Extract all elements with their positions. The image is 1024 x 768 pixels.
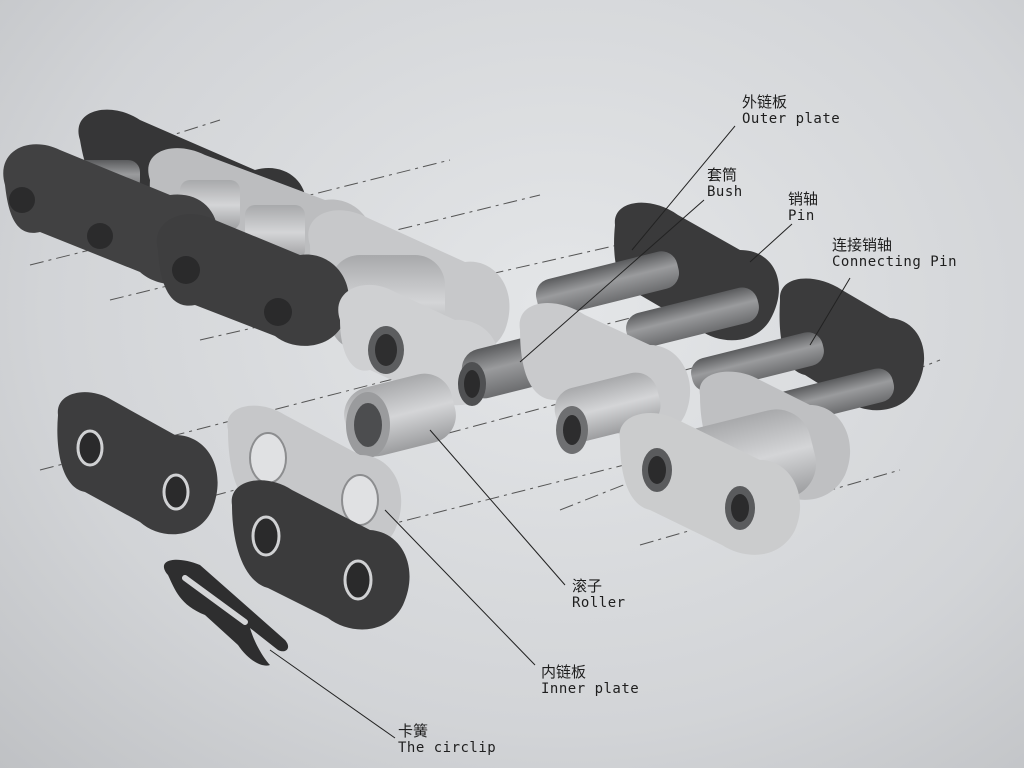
label-roller-en: Roller [572, 595, 626, 611]
leader-pin [749, 223, 793, 263]
label-bush-en: Bush [707, 184, 743, 200]
pin-lower [626, 287, 759, 349]
leader-bush [519, 199, 705, 363]
outer-plate-with-pins [535, 202, 779, 349]
outer-plate-front-2 [156, 214, 349, 346]
leader-circlip [269, 649, 396, 739]
label-connecting-pin-zh: 连接销轴 [832, 236, 893, 254]
label-circlip-en: The circlip [398, 740, 497, 756]
leader-roller [429, 429, 566, 586]
label-circlip: 卡簧 The circlip [398, 722, 496, 757]
label-connecting-pin-en: Connecting Pin [832, 254, 958, 270]
inner-plate-assembled-3 [338, 284, 500, 406]
leader-lines [269, 125, 851, 739]
leader-connecting-pin [809, 277, 851, 346]
label-circlip-zh: 卡簧 [398, 722, 429, 740]
label-inner-plate-en: Inner plate [541, 681, 640, 697]
pin-upper [535, 251, 680, 317]
label-pin: 销轴 Pin [788, 190, 818, 225]
label-outer-plate: 外链板 Outer plate [742, 93, 840, 128]
label-outer-plate-zh: 外链板 [742, 93, 788, 111]
label-outer-plate-en: Outer plate [742, 111, 841, 127]
outer-plate-loose-front [231, 480, 410, 630]
roller-part [344, 373, 456, 458]
label-bush: 套筒 Bush [707, 166, 743, 201]
inner-plate-loose [227, 405, 402, 555]
circlip-part [163, 559, 289, 666]
assembled-chain [3, 109, 510, 406]
leader-inner-plate [384, 509, 536, 666]
label-pin-en: Pin [788, 208, 815, 224]
label-roller-zh: 滚子 [572, 577, 603, 595]
leader-outer-plate [631, 125, 736, 251]
label-bush-zh: 套筒 [707, 166, 738, 184]
label-roller: 滚子 Roller [572, 577, 626, 612]
label-connecting-pin: 连接销轴 Connecting Pin [832, 236, 957, 271]
outer-plate-loose [57, 392, 218, 535]
label-pin-zh: 销轴 [788, 190, 819, 208]
label-inner-plate: 内链板 Inner plate [541, 663, 639, 698]
inner-plate-subassembly [619, 371, 851, 555]
label-inner-plate-zh: 内链板 [541, 663, 587, 681]
